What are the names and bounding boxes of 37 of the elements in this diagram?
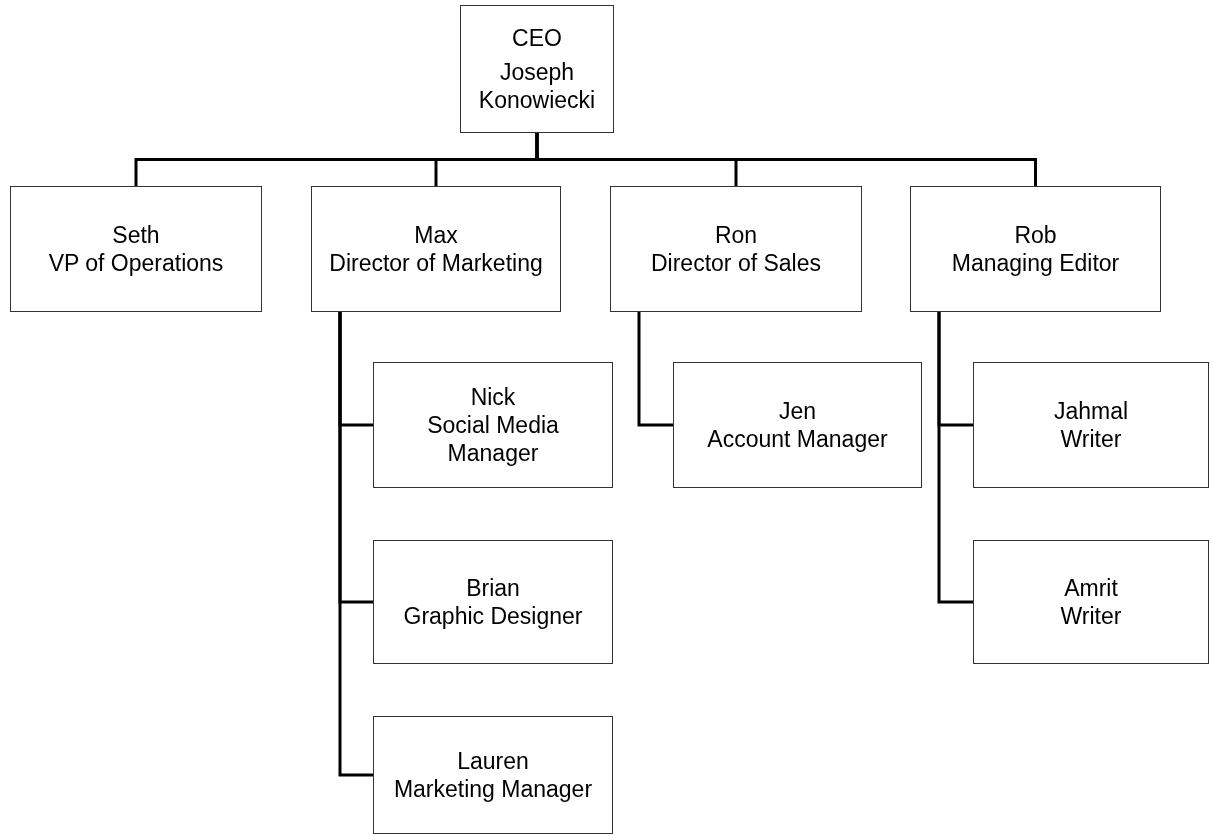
org-box <box>973 540 1209 664</box>
name-text: Jen <box>778 397 817 425</box>
role-text: Joseph Konowiecki <box>477 58 597 114</box>
org-box <box>373 716 613 834</box>
name-text: Nick <box>470 383 516 411</box>
name-text: Rob <box>1014 221 1057 249</box>
org-box <box>673 362 922 488</box>
role-text: Account Manager <box>707 425 888 453</box>
connector-line <box>637 312 673 427</box>
role-text: Director of Sales <box>651 249 821 277</box>
connector-line <box>937 312 973 604</box>
org-box <box>910 186 1161 312</box>
role-text: Graphic Designer <box>403 602 583 630</box>
connector-line <box>535 133 1037 186</box>
role-text: VP of Operations <box>48 249 224 277</box>
name-text: CEO <box>512 24 562 52</box>
org-box <box>460 5 614 133</box>
name-text: Amrit <box>1064 574 1118 602</box>
role-text: Marketing Manager <box>393 775 593 803</box>
name-text: Max <box>414 221 458 249</box>
role-text: Writer <box>1060 425 1122 453</box>
name-text: Jahmal <box>1053 397 1129 425</box>
org-box <box>311 186 561 312</box>
org-box <box>373 362 613 488</box>
org-box <box>373 540 613 664</box>
name-text: Brian <box>466 574 520 602</box>
role-text: Director of Marketing <box>329 249 543 277</box>
org-box <box>973 362 1209 488</box>
org-box <box>610 186 862 312</box>
role-text: Writer <box>1060 602 1122 630</box>
role-text: Social Media Manager <box>426 411 560 467</box>
connector-line <box>338 312 373 777</box>
name-text: Lauren <box>457 747 529 775</box>
org-box <box>10 186 262 312</box>
name-text: Seth <box>112 221 160 249</box>
role-text: Managing Editor <box>951 249 1120 277</box>
name-text: Ron <box>714 221 758 249</box>
